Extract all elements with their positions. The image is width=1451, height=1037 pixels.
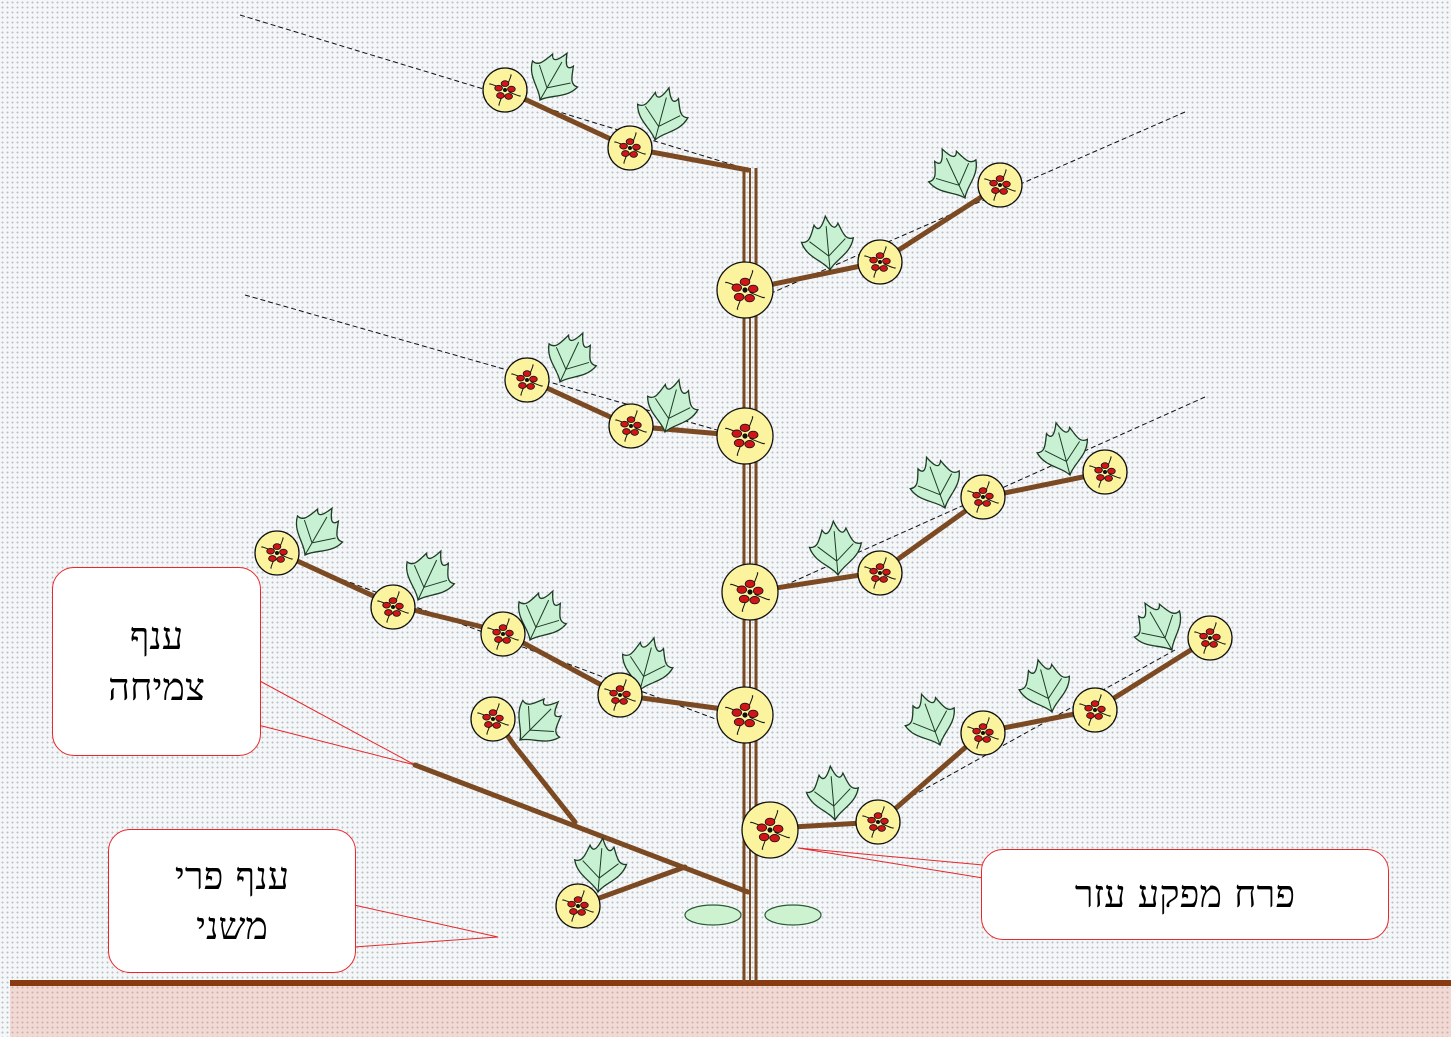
ground-line [10,980,1451,986]
flower [482,67,528,113]
callout-growth-branch: ענף צמיחה [52,567,261,756]
soil-area [10,985,1451,1037]
callout-pointer [797,847,984,879]
leaf [800,214,855,272]
flower [741,801,799,859]
callout-auxiliary-yield-flower: פרח מפקע עזר [981,849,1389,940]
flower [716,686,774,744]
callout-pointer [257,679,416,766]
flower [960,474,1006,520]
cotyledon [764,904,822,926]
leaf [808,519,863,577]
flower [721,563,779,621]
flower [607,125,653,171]
flower [254,530,300,576]
leaf [1036,421,1089,477]
flower [480,611,526,657]
leaf [646,378,699,434]
flower [470,696,516,742]
flower [1082,449,1128,495]
flower [716,407,774,465]
callout-pointer [353,904,499,948]
flower [857,550,903,596]
leaf [405,549,456,602]
leaf [904,692,955,747]
leaf [295,506,344,557]
leaf [530,51,579,102]
leaf [1133,601,1182,652]
flowers [254,67,1233,929]
flower [1072,687,1118,733]
flower [1187,615,1233,661]
branch [412,762,751,895]
leaf [805,764,860,822]
cotyledon [684,904,742,926]
cotyledons [684,904,822,926]
leaf [636,86,689,142]
leaf [621,636,674,692]
leaves [295,51,1182,894]
flower [504,357,550,403]
flower [977,162,1023,208]
flower [597,672,643,718]
flower [608,403,654,449]
flower [370,584,416,630]
leaf [547,331,598,384]
callout-secondary-fruit-branch: ענף פרי משני [108,829,356,973]
leaf [517,589,568,642]
leaf [927,147,978,200]
guide-line [904,649,1176,801]
flower [716,261,774,319]
flower [960,710,1006,756]
flower [555,883,601,929]
leaf [1018,658,1071,714]
leaf [573,836,628,894]
flower [855,799,901,845]
branch [747,469,1110,595]
leaf [518,697,563,742]
flower [857,239,903,285]
leaf [909,455,960,510]
